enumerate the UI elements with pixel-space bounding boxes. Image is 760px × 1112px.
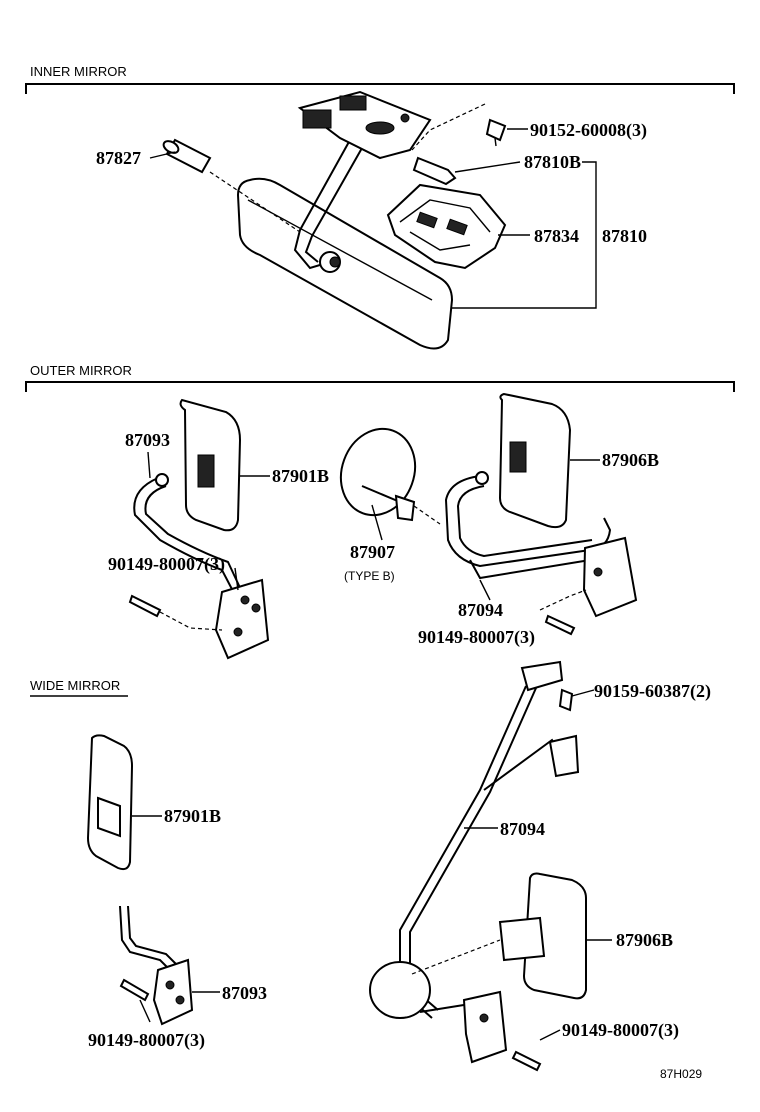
wide-mirror-head-87906b [522, 872, 587, 1000]
section-bracket-outer [25, 381, 735, 392]
label-90149-wide-right: 90149-80007(3) [562, 1020, 679, 1041]
mirror-head-87906b [498, 392, 572, 529]
bolt-left [128, 594, 162, 618]
mounting-bracket [297, 90, 432, 160]
label-87094-outer: 87094 [458, 600, 503, 620]
outer-base-left [214, 578, 270, 660]
room-lamp-housing [386, 183, 507, 270]
outer-base-right [582, 536, 638, 618]
label-87094-wide: 87094 [500, 819, 545, 839]
label-87810: 87810 [602, 226, 647, 246]
label-87906b-wide: 87906B [616, 930, 673, 950]
label-87093-outer: 87093 [125, 430, 170, 450]
outer-mirror-right [444, 392, 638, 636]
upper-bracket [520, 660, 564, 692]
wide-stay-left [119, 905, 220, 1026]
section-title-inner-mirror: INNER MIRROR [30, 64, 127, 79]
mirror-clamp [498, 916, 546, 962]
stay-87093 [133, 477, 236, 596]
label-87093-wide: 87093 [222, 983, 267, 1003]
outer-mirror-left [128, 398, 270, 660]
wide-stay-right [369, 660, 595, 1072]
wide-bolt-left [119, 978, 150, 1002]
label-90149-outer-right: 90149-80007(3) [418, 627, 535, 648]
wide-base-left [152, 958, 194, 1026]
label-87906b-outer: 87906B [602, 450, 659, 470]
screw-90152 [485, 118, 507, 142]
inner-mirror-body [236, 177, 454, 350]
wide-mirror-right [498, 872, 612, 1000]
label-87907: 87907 [350, 542, 395, 562]
label-90159-60387: 90159-60387(2) [594, 681, 711, 702]
label-87834: 87834 [534, 226, 579, 246]
mid-bracket [548, 734, 580, 778]
round-mirror-87907 [339, 427, 441, 541]
section-title-wide-mirror: WIDE MIRROR [30, 678, 120, 693]
label-type-b: (TYPE B) [344, 569, 395, 583]
label-87901b-wide: 87901B [164, 806, 221, 826]
round-mirror-head [339, 427, 417, 517]
label-87827: 87827 [96, 148, 141, 168]
section-title-outer-mirror: OUTER MIRROR [30, 363, 132, 378]
wide-base-right [462, 990, 508, 1064]
inner-mirror-assembly [149, 90, 597, 350]
section-bracket-inner [25, 83, 735, 94]
wide-bolt-right [511, 1050, 542, 1072]
label-90152-60008: 90152-60008(3) [530, 120, 647, 141]
bulb [412, 156, 457, 186]
inner-mirror-stay [293, 139, 351, 270]
label-90149-outer-left: 90149-80007(3) [108, 554, 225, 575]
label-87901b-outer: 87901B [272, 466, 329, 486]
label-87810b: 87810B [524, 152, 581, 172]
label-90149-wide-left: 90149-80007(3) [88, 1030, 205, 1051]
screw-90159 [558, 688, 574, 712]
wide-mirror-left [86, 734, 162, 871]
round-pivot [369, 961, 431, 1019]
bolt-right [544, 614, 576, 636]
figure-code: 87H029 [660, 1067, 702, 1081]
